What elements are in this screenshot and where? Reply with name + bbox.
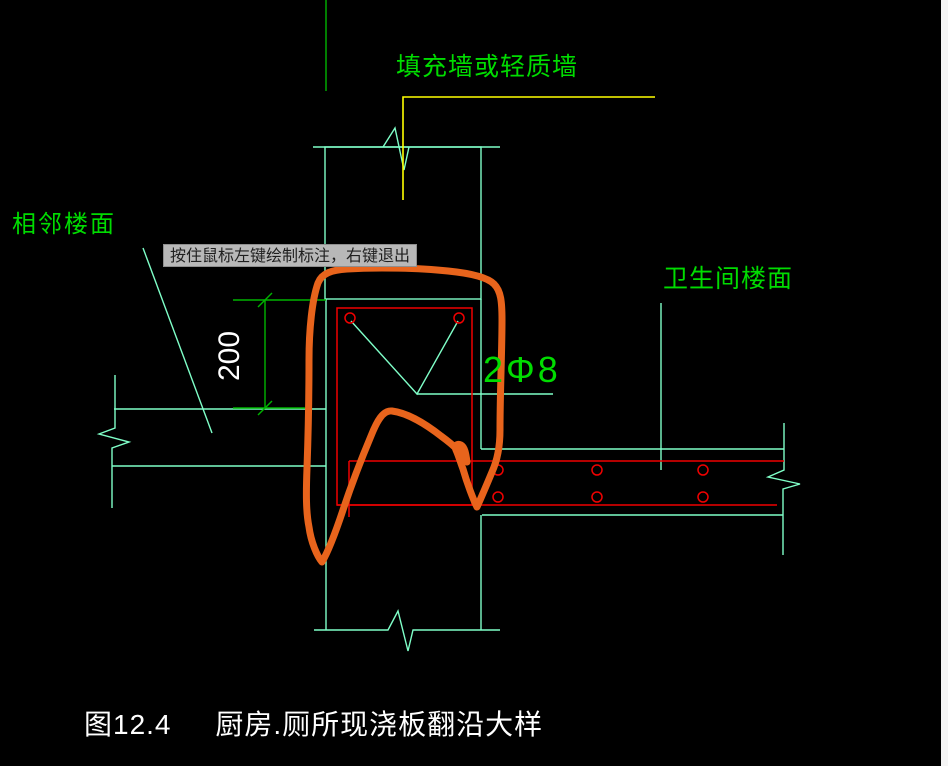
adjacent-floor-slab [96,375,326,508]
rebar-circle [453,312,465,324]
break-symbol-left [96,375,132,508]
rebar-circle [591,491,603,503]
leader-lines [142,247,662,470]
beam-outline [314,299,500,652]
adjacent-floor-label: 相邻楼面 [12,211,116,238]
dimension-value: 200 [213,330,246,382]
break-symbol-bottom [314,609,500,652]
break-symbol-wall-top [382,126,410,171]
rebar-circle [492,491,504,503]
window-right-edge [941,0,948,766]
break-symbol-right [765,423,801,555]
dimension-tick-bottom [257,400,273,416]
wall-label: 填充墙或轻质墙 [396,53,579,81]
rebar-lines [336,307,784,517]
rebar-circle [697,464,709,476]
leader-adjacent-floor [142,247,213,434]
draw-annotation-tooltip: 按住鼠标左键绘制标注，右键退出 [163,244,418,267]
freehand-annotation [302,264,506,566]
rebar-circle [591,464,603,476]
bathroom-floor-label: 卫生间楼面 [663,265,794,293]
rebar-circle [344,312,356,324]
rebar-circle [697,491,709,503]
leader-rebar-v [350,320,459,396]
figure-caption: 图12.4 厨房.厕所现浇板翻沿大样 [84,709,544,740]
rebar-label: 2Φ8 [483,349,561,390]
dimension-tick-top [257,292,273,308]
leader-wall-label [402,96,655,200]
bathroom-floor-slab [481,423,801,555]
